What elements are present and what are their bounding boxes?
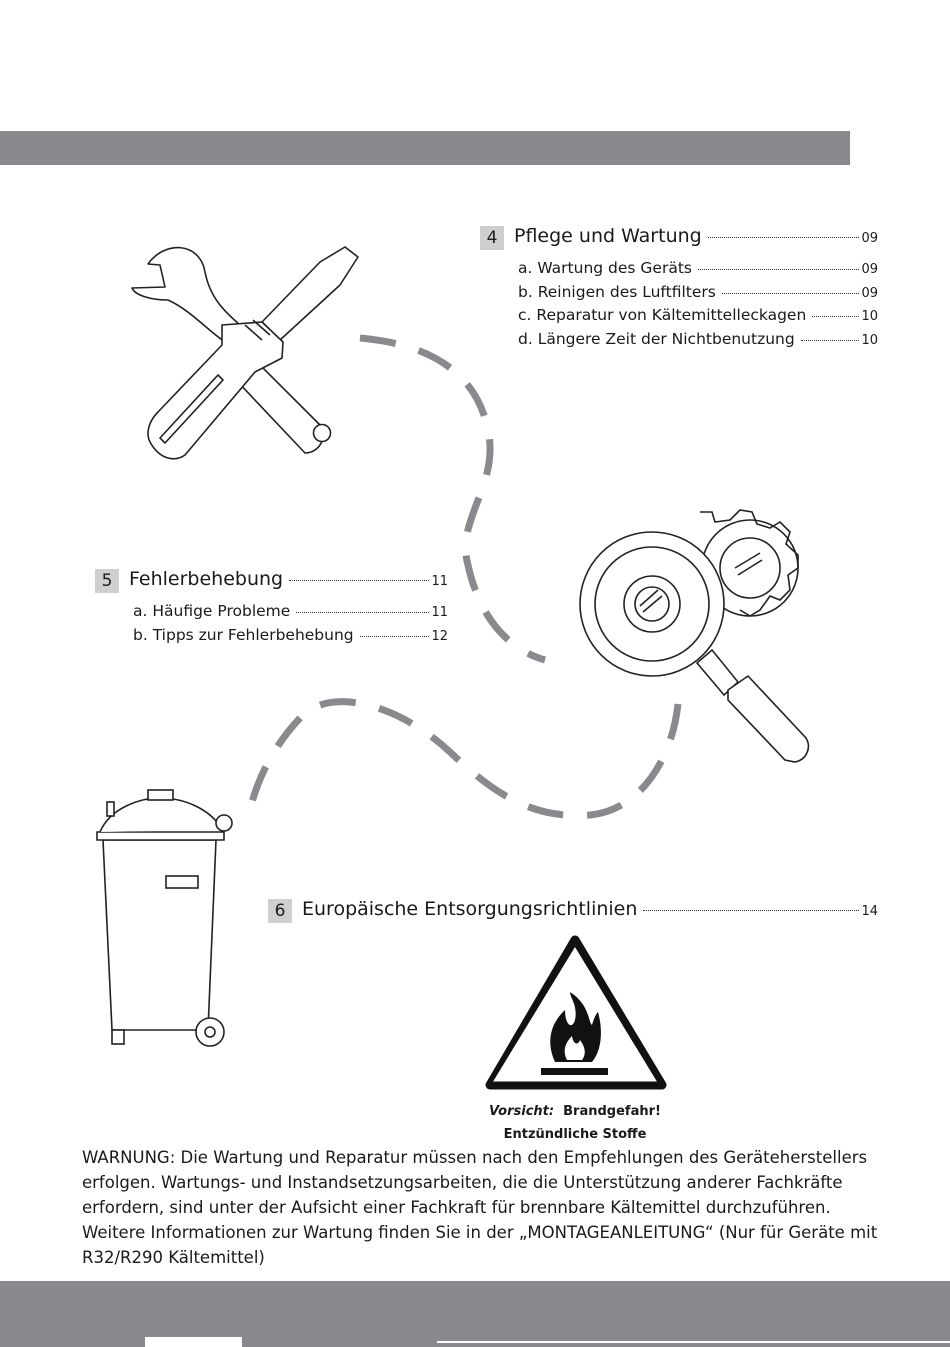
toc-item-label: a. Wartung des Geräts — [518, 259, 692, 277]
caution-label: Vorsicht: — [489, 1104, 555, 1119]
footer-tab — [145, 1337, 242, 1347]
magnifier-gears-icon — [579, 509, 810, 763]
section-page: 09 — [861, 231, 878, 246]
flammable-warning-icon — [485, 935, 667, 1090]
toc-item-page: 10 — [861, 309, 878, 324]
section-number: 4 — [480, 226, 504, 250]
dot-leader — [359, 635, 430, 637]
dot-leader — [721, 292, 860, 294]
dot-leader — [643, 910, 860, 911]
toc-item-page: 09 — [861, 262, 878, 277]
waste-bin-icon — [96, 789, 233, 1047]
dot-leader — [812, 316, 860, 317]
toc-item[interactable]: b. Tipps zur Fehlerbehebung 12 — [133, 626, 448, 650]
dot-leader — [800, 339, 860, 341]
toc-item-page: 11 — [431, 605, 448, 620]
section-title: Europäische Entsorgungsrichtlinien — [302, 898, 638, 920]
footer-bar — [0, 1281, 950, 1347]
section-number: 6 — [268, 899, 292, 923]
toc-item[interactable]: a. Häufige Probleme 11 — [133, 602, 448, 626]
wrench-screwdriver-icon — [131, 246, 359, 460]
section-number: 5 — [95, 569, 119, 593]
toc-section-4[interactable]: 4 Pflege und Wartung 09 a. Wartung des G… — [480, 225, 878, 353]
toc-item-label: b. Reinigen des Luftfilters — [518, 282, 716, 301]
dashed-path — [359, 334, 547, 664]
section-title: Pflege und Wartung — [514, 225, 702, 247]
section-title: Fehlerbehebung — [129, 568, 284, 590]
header-bar — [0, 131, 850, 165]
toc-item-label: a. Häufige Probleme — [133, 602, 291, 620]
dot-leader — [289, 580, 430, 581]
dot-leader — [698, 269, 860, 270]
dot-leader — [707, 237, 860, 238]
toc-item[interactable]: c. Reparatur von Kältemittelleckagen 10 — [518, 306, 878, 330]
toc-section-5[interactable]: 5 Fehlerbehebung 11 a. Häufige Probleme 1… — [95, 568, 448, 649]
toc-item[interactable]: b. Reinigen des Luftfilters 09 — [518, 283, 878, 307]
footer-line — [437, 1341, 950, 1343]
toc-item-page: 12 — [431, 628, 448, 644]
toc-item[interactable]: a. Wartung des Geräts 09 — [518, 259, 878, 283]
warning-paragraph: WARNUNG: Die Wartung und Reparatur müsse… — [82, 1148, 878, 1267]
caution-text: Brandgefahr! — [563, 1104, 661, 1119]
toc-item[interactable]: d. Längere Zeit der Nichtbenutzung 10 — [518, 330, 878, 354]
toc-item-page: 10 — [861, 332, 878, 348]
toc-section-6[interactable]: 6 Europäische Entsorgungsrichtlinien 14 — [268, 898, 878, 923]
toc-item-label: d. Längere Zeit der Nichtbenutzung — [518, 329, 795, 348]
toc-item-page: 09 — [861, 285, 878, 301]
caution-caption: Vorsicht: Brandgefahr! — [470, 1104, 680, 1119]
section-page: 14 — [861, 904, 878, 919]
dashed-path-2 — [244, 698, 682, 820]
toc-item-label: c. Reparatur von Kältemittelleckagen — [518, 306, 807, 324]
toc-item-label: b. Tipps zur Fehlerbehebung — [133, 625, 354, 644]
section-page: 11 — [431, 574, 448, 589]
caution-subtext: Entzündliche Stoffe — [503, 1127, 647, 1142]
dot-leader — [296, 612, 430, 613]
